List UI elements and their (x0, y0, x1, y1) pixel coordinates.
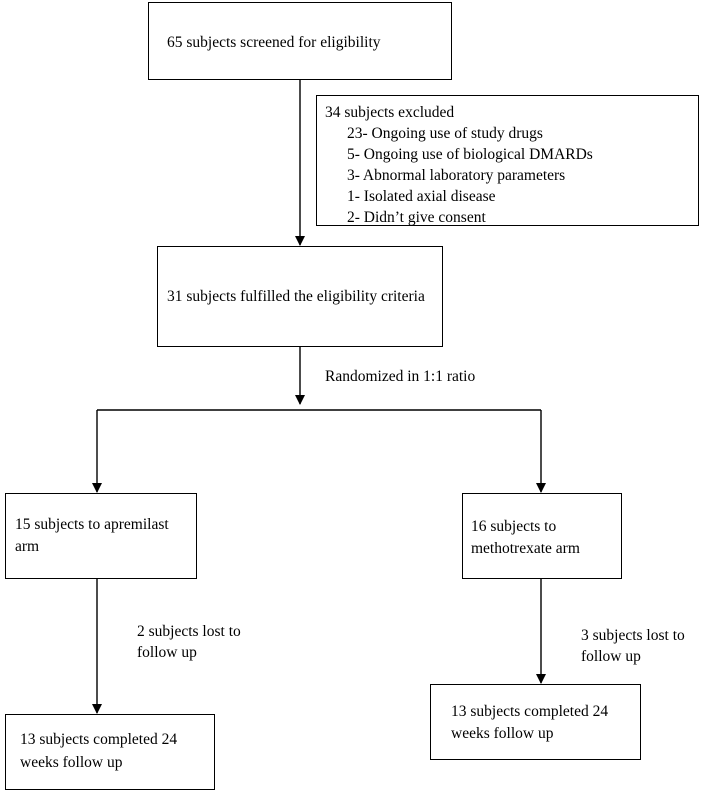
excluded-content: 34 subjects excluded 23- Ongoing use of … (325, 102, 593, 228)
screened-box: 65 subjects screened for eligibility (148, 2, 452, 80)
eligible-text: 31 subjects fulfilled the eligibility cr… (167, 288, 425, 305)
apremilast-completed-box: 13 subjects completed 24 weeks follow up (5, 714, 215, 790)
methotrexate-arm-line2: methotrexate arm (471, 540, 580, 557)
methotrexate-arm-box: 16 subjects to methotrexate arm (462, 493, 622, 579)
methotrexate-completed-line1: 13 subjects completed 24 (451, 703, 609, 720)
apremilast-lost-label: 2 subjects lost to follow up (137, 621, 241, 663)
apremilast-arm-line2: arm (15, 538, 40, 555)
exclusion-reason: 3- Abnormal laboratory parameters (347, 167, 566, 184)
methotrexate-lost-line2: follow up (581, 648, 641, 665)
apremilast-completed-line2: weeks follow up (20, 754, 123, 771)
apremilast-lost-line1: 2 subjects lost to (137, 623, 241, 640)
eligible-box: 31 subjects fulfilled the eligibility cr… (157, 246, 443, 347)
apremilast-arm-box: 15 subjects to apremilast arm (5, 493, 197, 579)
methotrexate-lost-block: 3 subjects lost to follow up (581, 625, 685, 667)
apremilast-lost-line2: follow up (137, 644, 197, 661)
exclusion-reason: 1- Isolated axial disease (347, 188, 496, 205)
apremilast-completed-line1: 13 subjects completed 24 (20, 731, 178, 748)
apremilast-arm-line1: 15 subjects to apremilast (15, 516, 169, 533)
methotrexate-completed-line2: weeks follow up (451, 725, 554, 742)
randomized-label: Randomized in 1:1 ratio (325, 368, 476, 385)
screened-text: 65 subjects screened for eligibility (167, 34, 381, 51)
excluded-heading: 34 subjects excluded (325, 104, 455, 121)
exclusion-reason: 5- Ongoing use of biological DMARDs (347, 146, 593, 163)
exclusion-reason: 2- Didn’t give consent (347, 209, 486, 226)
exclusion-reason: 23- Ongoing use of study drugs (347, 125, 543, 142)
methotrexate-arm-line1: 16 subjects to (471, 518, 557, 535)
excluded-box: 34 subjects excluded 23- Ongoing use of … (316, 95, 699, 226)
methotrexate-completed-box: 13 subjects completed 24 weeks follow up (430, 684, 641, 760)
methotrexate-lost-line1: 3 subjects lost to (581, 627, 685, 644)
exclusion-reasons-list: 23- Ongoing use of study drugs 5- Ongoin… (325, 123, 593, 228)
